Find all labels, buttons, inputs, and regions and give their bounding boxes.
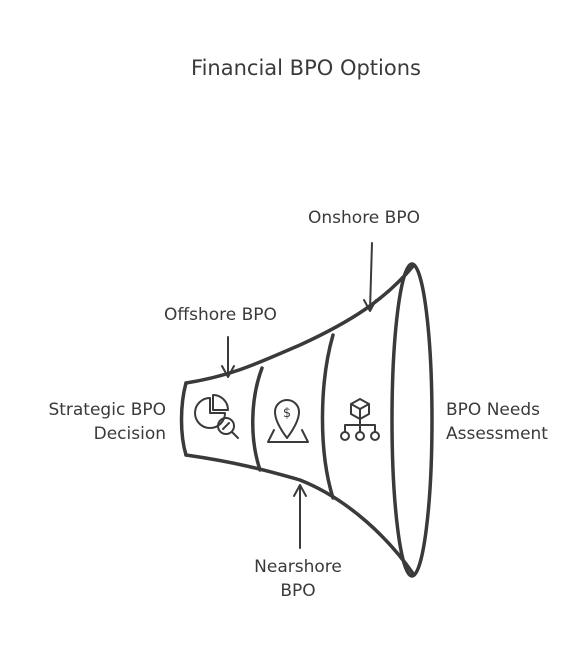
hierarchy-cube-icon <box>340 398 380 441</box>
strategic-label-line2: Decision <box>93 424 166 444</box>
onshore-label: Onshore BPO <box>308 208 420 228</box>
location-dollar-icon: $ <box>267 399 309 443</box>
nearshore-arrow <box>293 484 307 549</box>
onshore-arrow <box>363 242 377 312</box>
nearshore-label-line2: BPO <box>280 581 316 601</box>
offshore-arrow <box>221 336 235 378</box>
diagram-title: Financial BPO Options <box>191 56 421 80</box>
chart-analysis-icon <box>194 394 239 439</box>
funnel-mouth <box>390 262 434 578</box>
offshore-label: Offshore BPO <box>164 305 277 325</box>
svg-text:$: $ <box>283 406 291 421</box>
needs-label-line2: Assessment <box>446 424 548 444</box>
segment-divider-1 <box>250 366 264 472</box>
segment-divider-2 <box>320 333 335 500</box>
strategic-label-line1: Strategic BPO <box>48 400 166 420</box>
funnel-outline-top <box>184 263 416 385</box>
nearshore-label-line1: Nearshore <box>254 557 342 577</box>
funnel-left-end <box>179 381 188 457</box>
funnel-outline-bottom <box>184 453 416 577</box>
needs-label-line1: BPO Needs <box>446 400 540 420</box>
